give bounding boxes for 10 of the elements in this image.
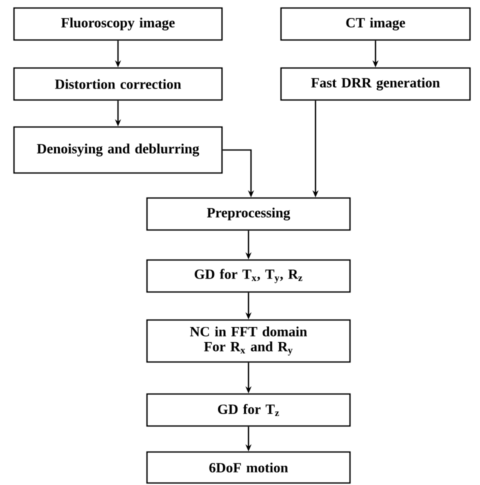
process-box: CT image	[280, 7, 471, 41]
process-box: Distortion correction	[13, 67, 223, 101]
process-box: Fluoroscopy image	[13, 7, 223, 41]
process-box: GD for T$_{x}$, T$_{y}$, R$_{z}$	[146, 259, 351, 293]
process-box: Denoisying and deblurring	[13, 126, 223, 174]
process-box: GD for T$_{z}$	[146, 393, 351, 427]
process-box: Preprocessing	[146, 197, 351, 231]
process-box: NC in FFT domain For R$_{x}$ and R$_{y}$	[146, 319, 351, 363]
process-box: Fast DRR generation	[280, 67, 471, 101]
process-box: 6DoF motion	[146, 451, 351, 484]
